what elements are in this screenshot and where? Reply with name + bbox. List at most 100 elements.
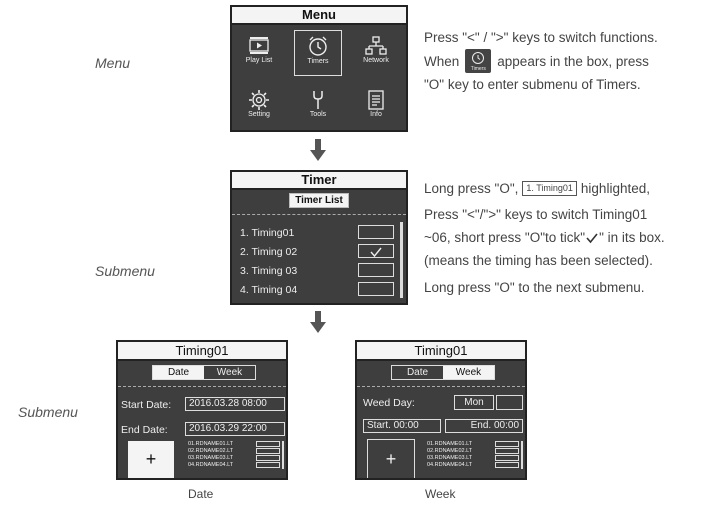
instruction-line: "O" key to enter submenu of Timers.: [424, 77, 641, 92]
alarm-clock-icon: [472, 52, 485, 64]
tab-week[interactable]: Week: [443, 366, 494, 379]
instructions-timer: Long press "O", 1. Timing01 highlighted,…: [424, 177, 720, 299]
timer-row-3[interactable]: 3. Timing 03: [240, 265, 298, 277]
tab-date[interactable]: Date: [406, 367, 429, 378]
checkbox[interactable]: [358, 225, 394, 239]
checkbox[interactable]: [256, 462, 280, 468]
info-item[interactable]: Info: [354, 89, 398, 118]
gear-icon: [249, 90, 269, 110]
menu-screen: Menu Play List Timers Network: [230, 5, 408, 132]
network-label: Network: [363, 57, 389, 64]
week-caption: Week: [425, 487, 456, 501]
date-week-tabs: Date Week: [391, 365, 495, 380]
network-icon: [365, 36, 387, 55]
scrollbar[interactable]: [521, 441, 523, 469]
checkbox[interactable]: [358, 282, 394, 296]
timer-screen: Timer Timer List 1. Timing01 2. Timing 0…: [230, 170, 408, 305]
instruction-line: (means the timing has been selected).: [424, 253, 653, 268]
timer-row-2[interactable]: 2. Timing 02: [240, 246, 298, 258]
checkbox[interactable]: [495, 455, 519, 461]
checkbox[interactable]: [256, 448, 280, 454]
scrollbar[interactable]: [400, 222, 403, 298]
down-arrow-icon: [310, 311, 326, 333]
submenu-label: Submenu: [95, 263, 155, 279]
checkmark-icon: [586, 232, 598, 243]
setting-item[interactable]: Setting: [238, 89, 280, 118]
tools-item[interactable]: Tools: [296, 89, 340, 118]
add-button[interactable]: +: [128, 441, 174, 478]
file-list: 01.RDNAME01.LT 02.RDNAME02.LT 03.RDNAME0…: [188, 441, 233, 469]
instructions-menu: Press "<" / ">" keys to switch functions…: [424, 26, 720, 96]
checkbox[interactable]: [256, 441, 280, 447]
selection-box: [294, 30, 342, 76]
tab-date[interactable]: Date: [153, 366, 204, 379]
setting-label: Setting: [248, 111, 270, 118]
instruction-line: When: [424, 53, 460, 69]
checkbox[interactable]: [256, 455, 280, 461]
start-date-label: Start Date:: [121, 399, 172, 411]
week-title: Timing01: [357, 342, 525, 361]
tools-label: Tools: [309, 111, 327, 118]
start-time-field[interactable]: Start. 00:00: [363, 419, 441, 433]
checkbox[interactable]: [358, 263, 394, 277]
list-item[interactable]: 01.RDNAME01.LT: [427, 441, 473, 447]
date-caption: Date: [188, 487, 214, 501]
playlist-label: Play List: [245, 57, 273, 64]
week-screen: Timing01 Date Week Weed Day: Mon Start. …: [355, 340, 527, 480]
submenu-label-2: Submenu: [18, 404, 78, 420]
checkbox-checked[interactable]: [358, 244, 394, 258]
instruction-line: Press "<" / ">" keys to switch functions…: [424, 30, 658, 45]
week-day-extra[interactable]: [496, 395, 523, 410]
timers-label: Timers: [307, 58, 329, 65]
instruction-line: appears in the box, press: [497, 53, 649, 69]
info-document-icon: [368, 90, 384, 110]
inline-icon-label: Timers: [470, 66, 486, 72]
list-item[interactable]: 02.RDNAME02.LT: [188, 448, 234, 454]
week-day-label: Weed Day:: [363, 397, 415, 409]
end-time-field[interactable]: End. 00:00: [445, 419, 523, 433]
start-date-field[interactable]: 2016.03.28 08:00: [185, 397, 285, 411]
end-date-label: End Date:: [121, 424, 168, 436]
instruction-line: Press "<"/">" keys to switch Timing01: [424, 207, 648, 222]
divider: [232, 214, 406, 215]
down-arrow-icon: [310, 139, 326, 161]
instruction-line: Long press "O" to the next submenu.: [424, 280, 645, 295]
checkbox[interactable]: [495, 441, 519, 447]
checkbox[interactable]: [495, 462, 519, 468]
list-item[interactable]: 04.RDNAME04.LT: [427, 462, 473, 468]
timer-row-1[interactable]: 1. Timing01: [240, 227, 295, 239]
instruction-line: Long press "O",: [424, 181, 519, 196]
tab-timer-list[interactable]: Timer List: [289, 193, 349, 208]
menu-label: Menu: [95, 55, 131, 71]
end-date-field[interactable]: 2016.03.29 22:00: [185, 422, 285, 436]
playlist-icon: [249, 37, 269, 54]
instruction-line: ~06, short press "O"to tick": [424, 230, 586, 245]
timing-badge: 1. Timing01: [522, 181, 577, 196]
network-item[interactable]: Network: [354, 35, 398, 64]
timer-row-4[interactable]: 4. Timing 04: [240, 284, 298, 296]
week-day-field[interactable]: Mon: [454, 395, 494, 410]
timers-item[interactable]: Timers: [296, 34, 340, 65]
list-item[interactable]: 04.RDNAME04.LT: [188, 462, 234, 468]
checkbox[interactable]: [495, 448, 519, 454]
list-item[interactable]: 01.RDNAME01.LT: [188, 441, 234, 447]
tab-week[interactable]: Week: [216, 367, 243, 378]
checkmark-icon: [370, 247, 382, 258]
file-list: 01.RDNAME01.LT 02.RDNAME02.LT 03.RDNAME0…: [427, 441, 472, 469]
menu-title: Menu: [232, 7, 406, 25]
date-screen: Timing01 Date Week Start Date: 2016.03.2…: [116, 340, 288, 480]
divider: [118, 386, 286, 387]
list-item[interactable]: 02.RDNAME02.LT: [427, 448, 473, 454]
divider: [357, 386, 525, 387]
add-button[interactable]: +: [367, 439, 415, 478]
info-label: Info: [370, 111, 382, 118]
wrench-icon: [313, 91, 323, 109]
instruction-line: " in its box.: [599, 230, 665, 245]
scrollbar[interactable]: [282, 441, 284, 469]
instruction-line: highlighted,: [580, 181, 650, 196]
list-item[interactable]: 03.RDNAME03.LT: [188, 455, 234, 461]
timer-title: Timer: [232, 172, 406, 190]
date-week-tabs: Date Week: [152, 365, 256, 380]
playlist-item[interactable]: Play List: [238, 35, 280, 64]
list-item[interactable]: 03.RDNAME03.LT: [427, 455, 473, 461]
